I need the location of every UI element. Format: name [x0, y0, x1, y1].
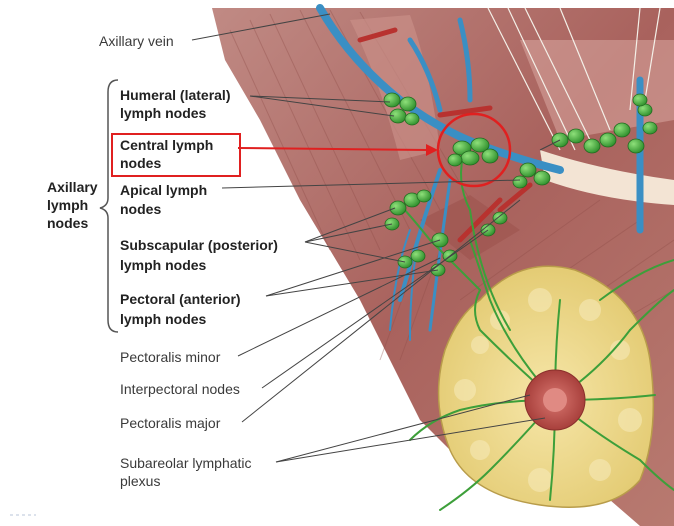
label-pectoralis-major: Pectoralis major: [120, 415, 221, 431]
nerves: [487, 7, 661, 151]
label-pectoral-line2: lymph nodes: [120, 311, 207, 327]
label-subareolar-line2: plexus: [120, 473, 161, 489]
areola: [524, 369, 586, 431]
lymph-nodes: [383, 92, 658, 277]
label-humeral-line1: Humeral (lateral): [120, 87, 231, 103]
label-central-line1: Central lymph: [120, 137, 214, 153]
label-pectoralis-minor: Pectoralis minor: [120, 349, 221, 365]
label-central-line2: nodes: [120, 155, 162, 171]
axillary-bracket: [99, 79, 119, 333]
group-label-line2: lymph: [47, 197, 89, 213]
label-axillary-vein: Axillary vein: [99, 33, 174, 49]
group-label-line3: nodes: [47, 215, 89, 231]
label-apical-line1: Apical lymph: [120, 182, 208, 198]
group-label-axillary: Axillary lymph nodes: [47, 178, 98, 232]
group-label-line1: Axillary: [47, 179, 98, 195]
label-humeral-line2: lymph nodes: [120, 105, 207, 121]
lymphatic-vessels: [399, 149, 674, 511]
label-interpectoral-nodes: Interpectoral nodes: [120, 381, 240, 397]
arteries: [357, 27, 533, 243]
label-apical-line2: nodes: [120, 201, 162, 217]
central-arrow: [237, 144, 438, 156]
central-label-highlight-box: [111, 133, 241, 177]
label-subscapular-line2: lymph nodes: [120, 257, 207, 273]
label-subscapular-line1: Subscapular (posterior): [120, 237, 278, 253]
label-pectoral-line1: Pectoral (anterior): [120, 291, 241, 307]
leader-lines: [191, 13, 561, 463]
label-subareolar-line1: Subareolar lymphatic: [120, 455, 252, 471]
